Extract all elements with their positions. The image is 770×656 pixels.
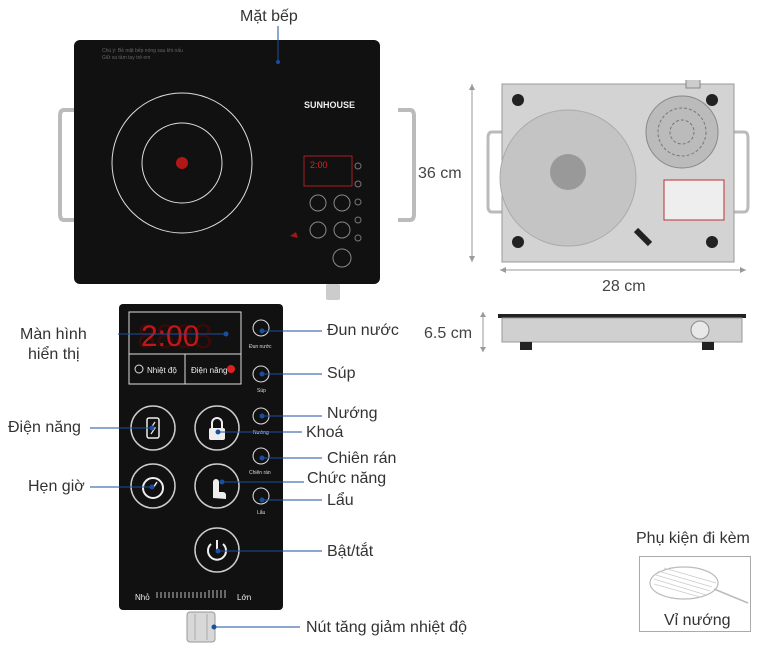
side-view-svg [498, 314, 746, 350]
temp-label: Nhiệt độ [147, 366, 177, 375]
label-grill: Nướng [327, 405, 378, 422]
bottom-view-svg [486, 77, 750, 263]
panel-glass [119, 304, 283, 610]
glass-surface [74, 40, 380, 284]
power-label: Điện năng [191, 366, 227, 375]
accessory-item: Vỉ nướng [664, 612, 731, 629]
label-power: Bật/tắt [327, 543, 374, 560]
dim-line-height [469, 84, 475, 262]
top-brand: SUNHOUSE [304, 100, 355, 110]
label-display-line2: hiển thị [28, 346, 80, 363]
control-panel-svg: 8888 2:00 Nhiệt độ Điện năng Đun nước Sú… [119, 304, 283, 643]
cooktop-side-view [498, 312, 748, 356]
label-timer: Hẹn giờ [28, 478, 85, 495]
cooktop-bottom-view [486, 77, 750, 266]
label-power-level: Điện năng [8, 419, 81, 436]
svg-text:Súp: Súp [257, 388, 266, 394]
dim-width: 28 cm [602, 278, 646, 295]
label-hotpot: Lẩu [327, 492, 354, 509]
label-soup: Súp [327, 365, 356, 382]
label-top-surface: Mặt bếp [240, 8, 298, 25]
svg-text:2:00: 2:00 [310, 160, 328, 170]
leader-top-surface [276, 26, 280, 64]
svg-text:Lẩu: Lẩu [257, 509, 266, 516]
dim-height: 36 cm [418, 165, 462, 182]
scale-max: Lớn [237, 593, 251, 602]
svg-text:Đun nước: Đun nước [249, 344, 272, 350]
accessory-title: Phụ kiện đi kèm [636, 530, 750, 547]
accessory-box: Vỉ nướng [639, 556, 751, 632]
svg-text:Chiên rán: Chiên rán [249, 470, 271, 476]
display-digits: 2:00 [141, 320, 199, 353]
dim-line-depth [480, 312, 486, 352]
power-button[interactable] [194, 527, 240, 573]
label-fry: Chiên rán [327, 450, 397, 467]
cooktop-top-view: Chú ý: Bề mặt bếp nóng sau khi nấu Giữ x… [58, 38, 418, 300]
label-display-line1: Màn hình [20, 326, 87, 343]
label-boil: Đun nước [327, 322, 399, 339]
grill-rack-icon [649, 566, 749, 604]
dim-line-width [500, 267, 746, 273]
scale-min: Nhỏ [135, 593, 150, 602]
svg-text:8888: 8888 [137, 318, 213, 356]
timer-button[interactable] [130, 463, 176, 509]
control-panel: 8888 2:00 Nhiệt độ Điện năng Đun nước Sú… [119, 304, 283, 650]
right-handle [398, 108, 416, 222]
cooktop-top-svg: Chú ý: Bề mặt bếp nóng sau khi nấu Giữ x… [58, 40, 416, 300]
lock-button[interactable] [194, 405, 240, 451]
svg-text:Nướng: Nướng [253, 430, 269, 436]
label-lock: Khoá [306, 424, 344, 441]
left-handle [58, 108, 76, 222]
dim-depth: 6.5 cm [424, 325, 473, 342]
svg-text:Giữ xa tầm tay trẻ em: Giữ xa tầm tay trẻ em [102, 55, 150, 61]
function-button[interactable] [194, 463, 240, 509]
svg-text:Chú ý: Bề mặt bếp nóng sau khi: Chú ý: Bề mặt bếp nóng sau khi nấu [102, 48, 183, 54]
label-function: Chức năng [307, 470, 387, 487]
label-knob: Nút tăng giảm nhiệt độ [306, 619, 467, 636]
